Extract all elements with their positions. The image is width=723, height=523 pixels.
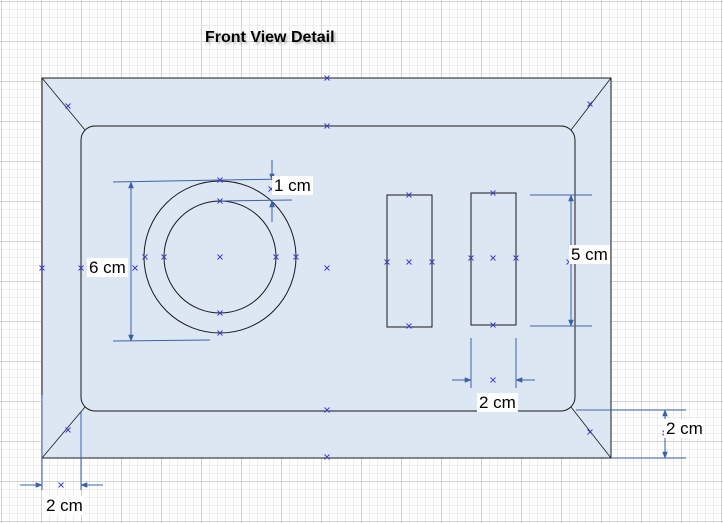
handle-mark bbox=[384, 259, 390, 265]
selection-handles bbox=[39, 75, 668, 488]
handle-mark bbox=[217, 254, 223, 260]
handle-mark bbox=[161, 254, 167, 260]
handle-mark bbox=[490, 322, 496, 328]
handle-mark bbox=[217, 198, 223, 204]
handle-mark bbox=[429, 259, 435, 265]
ring-height-dimension bbox=[112, 179, 223, 342]
handle-mark bbox=[65, 427, 71, 433]
handle-mark bbox=[490, 190, 496, 196]
handle-mark bbox=[468, 255, 474, 261]
slot-gap-label: 2 cm bbox=[477, 393, 518, 412]
frame-left-label: 2 cm bbox=[44, 496, 85, 515]
handle-mark bbox=[324, 407, 330, 413]
handle-mark bbox=[324, 265, 330, 271]
handle-mark bbox=[132, 265, 138, 271]
handle-mark bbox=[217, 330, 223, 336]
handle-mark bbox=[490, 255, 496, 261]
frame-left-dimension bbox=[20, 395, 103, 490]
handle-mark bbox=[39, 265, 45, 271]
handle-mark bbox=[406, 192, 412, 198]
handle-mark bbox=[406, 323, 412, 329]
handle-mark bbox=[273, 254, 279, 260]
handle-mark bbox=[65, 103, 71, 109]
handle-mark bbox=[406, 259, 412, 265]
slot-height-label: 5 cm bbox=[569, 245, 610, 264]
handle-mark bbox=[587, 101, 593, 107]
handle-mark bbox=[324, 75, 330, 81]
handle-mark bbox=[142, 254, 148, 260]
handle-mark bbox=[293, 254, 299, 260]
handle-mark bbox=[490, 377, 496, 383]
handle-mark bbox=[324, 454, 330, 460]
frame-bottom-label: 2 cm bbox=[664, 419, 705, 438]
ring-thickness-label: 1 cm bbox=[272, 176, 313, 195]
slot-gap-dimension bbox=[452, 338, 535, 388]
handle-mark bbox=[217, 177, 223, 183]
page-title: Front View Detail bbox=[205, 29, 335, 46]
handle-mark bbox=[217, 310, 223, 316]
handle-mark bbox=[324, 123, 330, 129]
ring-height-label: 6 cm bbox=[87, 258, 128, 277]
handle-mark bbox=[513, 255, 519, 261]
handle-mark bbox=[58, 482, 64, 488]
handle-mark bbox=[587, 429, 593, 435]
handle-mark bbox=[78, 265, 84, 271]
